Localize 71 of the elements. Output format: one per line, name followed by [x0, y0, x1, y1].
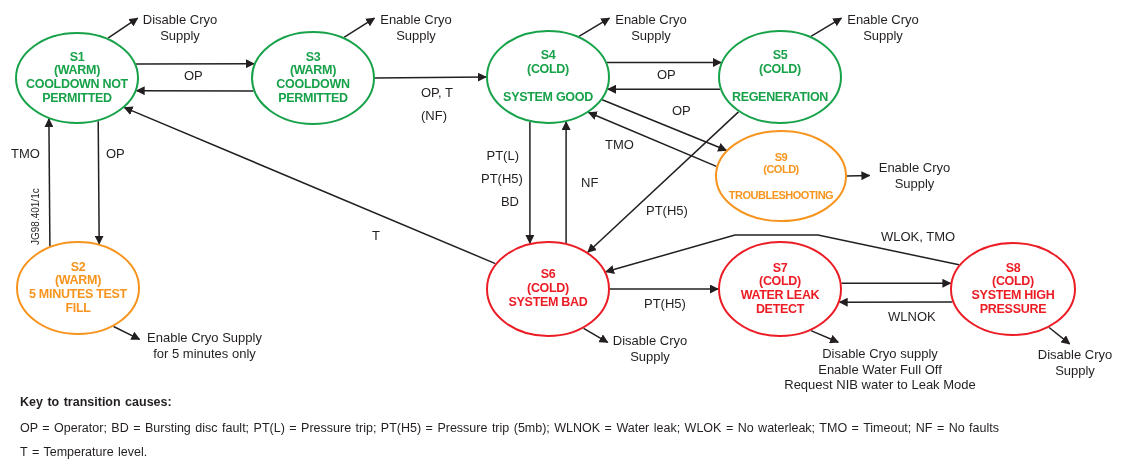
- key-heading: Key to transition causes:: [20, 395, 172, 409]
- transition-arrow: [607, 84, 721, 94]
- state-label: TROUBLESHOOTING: [728, 189, 834, 202]
- drawing-number: JG98.401/1c: [30, 188, 41, 245]
- state-label: S5: [772, 49, 788, 64]
- transition-arrow: [135, 86, 255, 96]
- state-label: (COLD): [759, 275, 801, 289]
- transition-arrow: [606, 58, 722, 67]
- state-label: S9: [774, 150, 788, 163]
- transition-arrow: [601, 99, 728, 152]
- edge-label: WLOK, TMO: [880, 229, 957, 245]
- state-label: (WARM): [53, 64, 101, 78]
- state-label: S8: [1005, 261, 1021, 276]
- state-label: COOLDOWN PERMITTED: [275, 78, 351, 106]
- transition-arrow: [44, 118, 54, 247]
- transition-arrow: [525, 121, 535, 244]
- action-text: Disable Cryo Supply: [141, 12, 219, 44]
- transition-arrow: [107, 17, 139, 39]
- transition-arrow: [582, 327, 609, 344]
- state-label: WATER LEAK DETECT: [739, 289, 821, 317]
- transition-arrow: [94, 120, 104, 245]
- transition-arrow: [343, 17, 376, 39]
- state-label: (WARM): [54, 274, 102, 288]
- state-label: SYSTEM GOOD: [503, 90, 593, 105]
- state-label: 5 MINUTES TEST FILL: [28, 288, 128, 316]
- transition-arrow: [587, 111, 740, 253]
- action-text: Request NIB water to Leak Mode: [783, 377, 977, 393]
- state-label: SYSTEM HIGH PRESSURE: [970, 289, 1056, 317]
- transition-arrow: [840, 278, 952, 288]
- state-label: S6: [540, 268, 556, 283]
- transition-arrow: [123, 106, 497, 265]
- transition-arrow: [587, 111, 718, 168]
- transition-arrow: [605, 234, 960, 274]
- action-text: Enable Cryo Supply for 5 minutes only: [146, 330, 263, 362]
- transition-arrow: [112, 325, 141, 341]
- key-text: T = Temperature level.: [20, 445, 148, 459]
- transition-arrow: [810, 329, 840, 344]
- key-text: OP = Operator; BD = Bursting disc fault; PT(L) = Pressure trip; PT(H5) = Pressure trip (5mb); WLNOK = Water leak; WLOK = No waterleak; TMO = Timeout; NF = No faults: [20, 421, 999, 435]
- state-label: S4: [540, 49, 556, 64]
- state-label: (COLD): [759, 63, 801, 77]
- transition-arrow: [374, 72, 487, 82]
- action-text: Disable Cryo supply: [821, 346, 939, 362]
- action-text: Enable Cryo Supply: [614, 12, 688, 44]
- state-label: COOLDOWN NOT PERMITTED: [25, 78, 129, 106]
- state-label: (WARM): [289, 64, 337, 78]
- transition-arrow: [1048, 326, 1071, 345]
- edge-label: PT(H5): [645, 203, 689, 219]
- transition-arrow: [846, 171, 871, 181]
- transition-arrow: [578, 17, 611, 38]
- action-text: Enable Cryo Supply: [379, 12, 453, 44]
- edge-label: PT(H5): [643, 296, 687, 312]
- action-text: Enable Water Full Off: [817, 361, 943, 378]
- state-label: SYSTEM BAD: [508, 295, 588, 310]
- transition-arrow: [838, 297, 954, 307]
- transition-arrow: [810, 17, 843, 38]
- action-text: Enable Cryo Supply: [877, 160, 952, 192]
- state-label: (COLD): [992, 275, 1034, 289]
- state-label: S3: [305, 50, 321, 65]
- state-label: (COLD): [763, 162, 799, 176]
- state-label: REGENERATION: [731, 90, 829, 105]
- action-text: Disable Cryo Supply: [1036, 347, 1114, 379]
- state-label: (COLD): [527, 63, 569, 77]
- action-text: Enable Cryo Supply: [846, 12, 920, 44]
- state-label: (COLD): [527, 282, 569, 296]
- action-text: Disable Cryo Supply: [611, 333, 689, 365]
- transition-arrow: [135, 59, 255, 69]
- state-label: S1: [69, 50, 85, 65]
- state-label: S7: [772, 261, 788, 276]
- transition-arrow: [561, 121, 571, 244]
- state-label: S2: [70, 260, 86, 275]
- transition-arrow: [609, 284, 719, 294]
